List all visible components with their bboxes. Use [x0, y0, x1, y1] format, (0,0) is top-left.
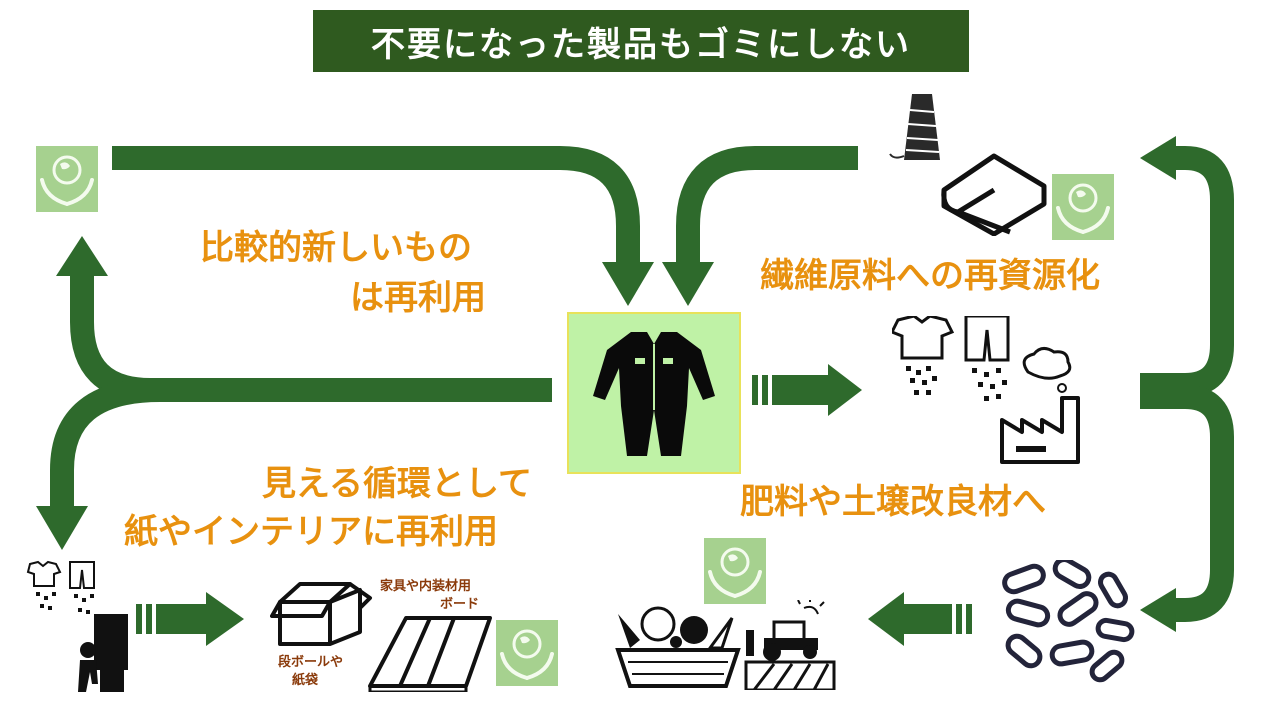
- arrowhead-right-bottom: [1140, 588, 1176, 632]
- arrowhead-down-2: [662, 262, 714, 306]
- arrow-reuse-in: [112, 146, 640, 262]
- arrow-center-to-fiber-stem-b: [762, 375, 768, 405]
- vegetable-basket-icon: [615, 606, 741, 688]
- cardboard-label-line1: 段ボールや: [278, 655, 344, 670]
- shredded-clothes-icon: [26, 560, 95, 614]
- coverall-icon: [593, 332, 715, 456]
- arrow-workers-head: [206, 592, 244, 646]
- furniture-label-line1: 家具や内装材用: [380, 579, 472, 594]
- earth-hands-icon: [704, 538, 766, 604]
- arrow-center-to-fiber-head: [828, 364, 862, 416]
- arrow-workers-stem-c: [156, 604, 206, 634]
- right-brace-lower: [1140, 385, 1234, 622]
- cardboard-label-line2: 紙袋: [292, 673, 319, 688]
- reuse-label-line1: 比較的新しいもの: [200, 228, 472, 268]
- right-brace: [1140, 146, 1234, 397]
- arrow-center-to-fiber-stem-c: [772, 375, 828, 405]
- arrow-fiber-in: [676, 146, 858, 262]
- board-icon: [368, 616, 492, 692]
- arrow-center-to-fiber-stem-a: [752, 375, 758, 405]
- earth-hands-icon: [496, 620, 558, 686]
- thread-spool-icon: [889, 94, 940, 160]
- fertilizer-label: 肥料や土壌改良材へ: [740, 482, 1046, 522]
- shredded-clothes-icon: [892, 316, 1080, 464]
- worker-silhouette-icon: [78, 614, 128, 692]
- cardboard-box-icon: [270, 582, 372, 646]
- folded-cloth-icon: [941, 153, 1047, 236]
- title-banner: 不要になった製品もゴミにしない: [313, 10, 969, 72]
- earth-hands-icon: [1052, 174, 1114, 240]
- arrow-workers-stem-b: [146, 604, 152, 634]
- arrowhead-right-top: [1140, 136, 1176, 180]
- arrowhead-up-left: [56, 236, 108, 276]
- page-title: 不要になった製品もゴミにしない: [371, 24, 911, 65]
- arrow-pellets-stem-c: [904, 604, 952, 634]
- fiber-label: 繊維原料への再資源化: [760, 256, 1100, 296]
- pellets-icon: [1002, 560, 1135, 683]
- arrow-visible-out: [50, 378, 161, 508]
- factory-icon: [1000, 396, 1080, 464]
- reuse-label-line2: は再利用: [350, 278, 486, 318]
- center-product-box: [567, 312, 741, 474]
- visible-label-line2: 紙やインテリアに再利用: [124, 512, 498, 552]
- arrow-pellets-head: [868, 592, 904, 646]
- arrow-workers-stem-a: [136, 604, 142, 634]
- visible-label-line1: 見える循環として: [262, 464, 532, 504]
- furniture-label-line2: ボード: [440, 597, 480, 612]
- tractor-icon: [744, 600, 836, 690]
- earth-hands-icon: [36, 146, 98, 212]
- arrow-pellets-stem-b: [956, 604, 962, 634]
- arrowhead-down-left: [36, 506, 88, 550]
- arrow-pellets-stem-a: [966, 604, 972, 634]
- arrowhead-down-1: [602, 262, 654, 306]
